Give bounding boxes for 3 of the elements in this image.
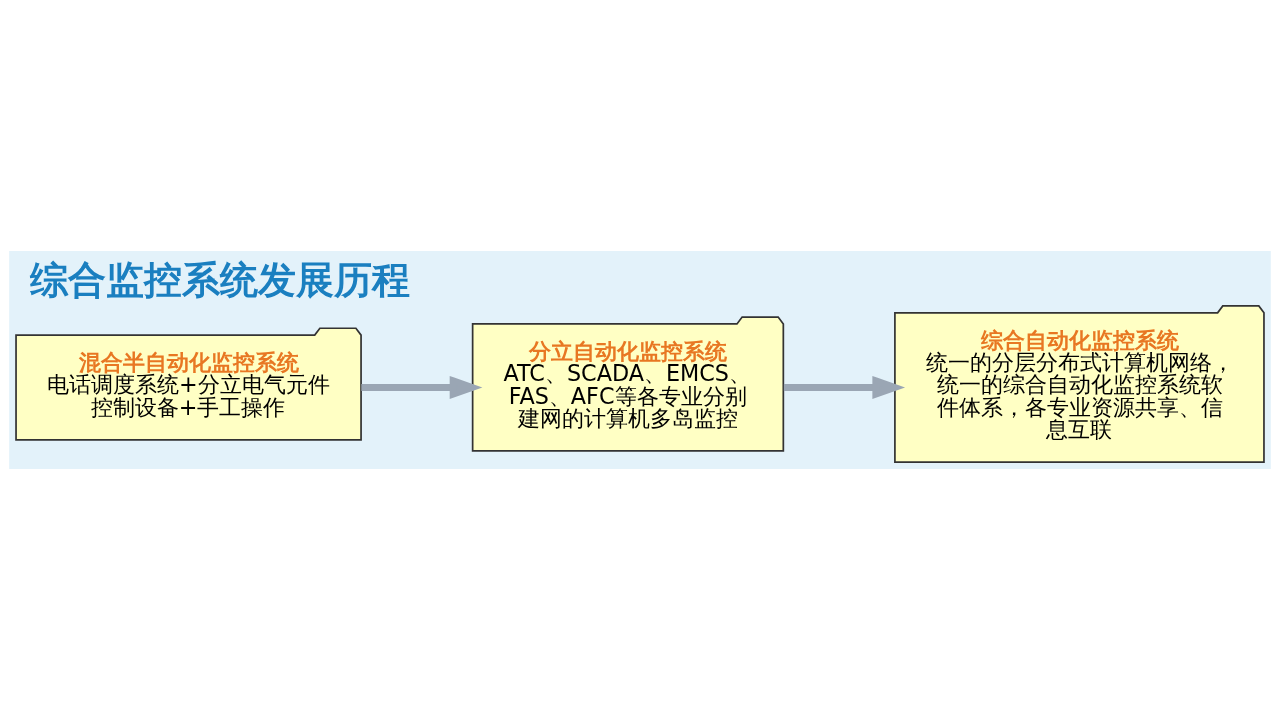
arrow — [783, 376, 906, 399]
diagram-title: 综合监控系统发展历程 — [29, 258, 410, 303]
arrow — [361, 376, 483, 399]
